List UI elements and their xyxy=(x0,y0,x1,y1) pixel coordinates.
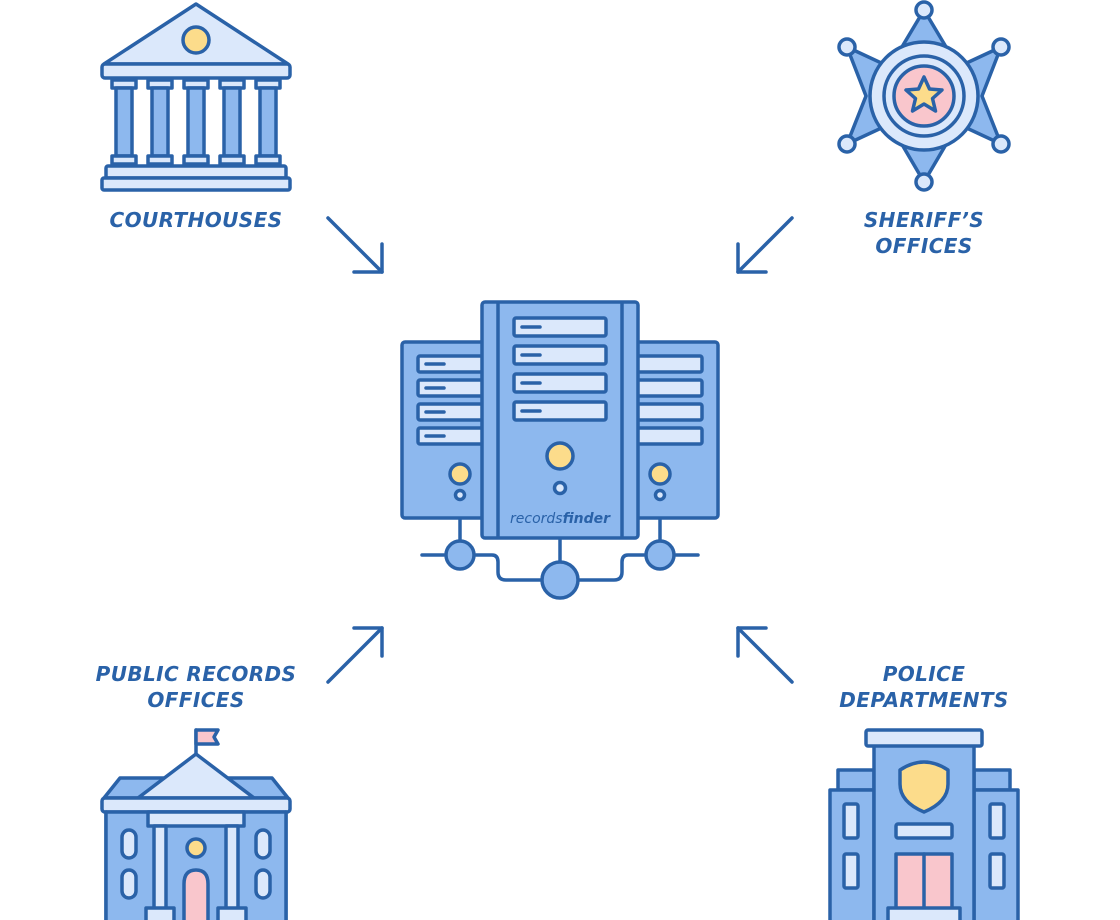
sheriff-badge-icon xyxy=(837,0,1011,192)
public-records-office-icon xyxy=(100,728,292,920)
arrow-from-public-records xyxy=(326,626,384,684)
server-brand-logo: recordsfinder xyxy=(510,511,611,527)
brand-part-records: records xyxy=(510,511,563,527)
label-sheriffs-line1: SHERIFF’S xyxy=(864,208,984,232)
arrow-from-police xyxy=(736,626,794,684)
label-courthouses: COURTHOUSES xyxy=(110,208,283,232)
label-police-line1: POLICE xyxy=(883,662,966,686)
label-public-records-line2: OFFICES xyxy=(147,688,244,712)
arrow-from-courthouses xyxy=(326,216,384,274)
label-sheriffs-line2: OFFICES xyxy=(875,234,972,258)
police-department-icon xyxy=(828,728,1020,920)
arrow-from-sheriffs xyxy=(736,216,794,274)
brand-part-finder: finder xyxy=(563,511,612,527)
label-police-line2: DEPARTMENTS xyxy=(839,688,1008,712)
network-connector xyxy=(420,516,700,582)
server-icon xyxy=(400,300,720,600)
courthouse-icon xyxy=(100,2,292,192)
label-public-records-line1: PUBLIC RECORDS xyxy=(96,662,297,686)
